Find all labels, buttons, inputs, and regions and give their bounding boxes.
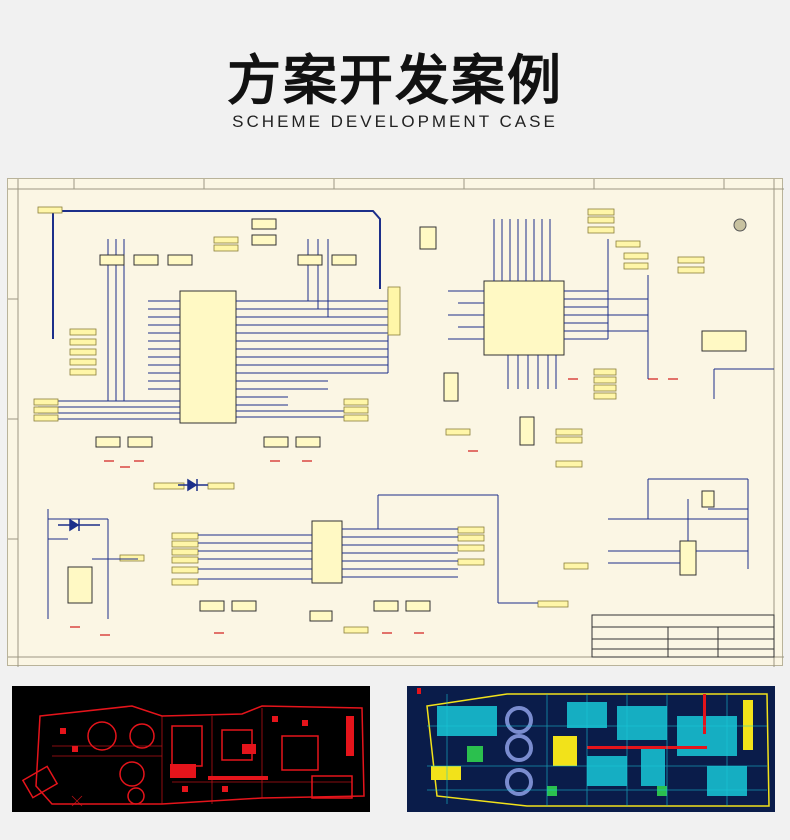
pcb-layout-red bbox=[12, 686, 370, 812]
schematic-drawing bbox=[8, 179, 784, 667]
chip-u1 bbox=[179, 290, 237, 424]
page-title: 方案开发案例 bbox=[227, 49, 563, 112]
schematic-diagram bbox=[7, 178, 784, 667]
pcb-layout-multilayer bbox=[407, 686, 775, 812]
chip-mcu bbox=[483, 280, 565, 356]
pcb-red-drawing bbox=[21, 705, 365, 807]
pcb-multilayer-drawing bbox=[407, 686, 775, 812]
page-subtitle: SCHEME DEVELOPMENT CASE bbox=[232, 112, 558, 131]
title-block bbox=[591, 614, 775, 658]
